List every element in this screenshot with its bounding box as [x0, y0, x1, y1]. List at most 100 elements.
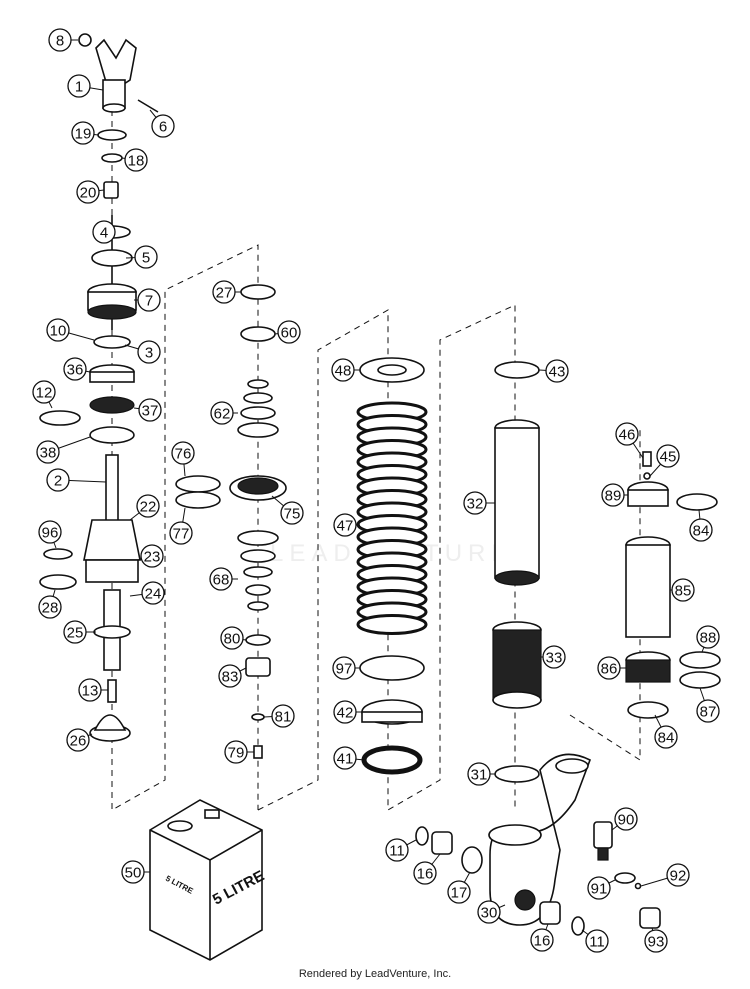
- callout-11[interactable]: 11: [385, 838, 409, 862]
- callout-41[interactable]: 41: [333, 746, 357, 770]
- valve-79-part: [253, 745, 263, 759]
- callout-26[interactable]: 26: [66, 728, 90, 752]
- callout-number: 86: [601, 661, 618, 678]
- callout-30[interactable]: 30: [477, 900, 501, 924]
- callout-97[interactable]: 97: [332, 656, 356, 680]
- callout-1[interactable]: 1: [67, 74, 91, 98]
- callout-3[interactable]: 3: [137, 340, 161, 364]
- callout-labels: 1234567810111112131616171819202223242526…: [32, 28, 720, 953]
- callout-number: 19: [75, 126, 92, 143]
- callout-18[interactable]: 18: [124, 148, 148, 172]
- callout-11[interactable]: 11: [585, 929, 609, 953]
- piston-ring-77-part: [175, 491, 221, 509]
- callout-22[interactable]: 22: [136, 494, 160, 518]
- callout-6[interactable]: 6: [151, 114, 175, 138]
- callout-91[interactable]: 91: [587, 876, 611, 900]
- callout-68[interactable]: 68: [209, 567, 233, 591]
- callout-25[interactable]: 25: [63, 620, 87, 644]
- callout-number: 4: [100, 225, 108, 242]
- callout-number: 88: [700, 630, 717, 647]
- callout-85[interactable]: 85: [671, 578, 695, 602]
- callout-46[interactable]: 46: [615, 422, 639, 446]
- callout-number: 77: [173, 526, 190, 543]
- oring-18-part: [101, 153, 123, 163]
- nut-93-part: [639, 907, 661, 929]
- piston-86-part: [625, 651, 671, 683]
- callout-number: 85: [675, 583, 692, 600]
- callout-89[interactable]: 89: [601, 483, 625, 507]
- callout-84[interactable]: 84: [689, 518, 713, 542]
- callout-number: 33: [546, 650, 563, 667]
- piston-ring-76-part: [175, 475, 221, 493]
- callout-20[interactable]: 20: [76, 180, 100, 204]
- callout-10[interactable]: 10: [46, 318, 70, 342]
- shim-60-part: [240, 326, 276, 342]
- callout-96[interactable]: 96: [38, 520, 62, 544]
- spring-47-part: [356, 401, 428, 635]
- callout-76[interactable]: 76: [171, 441, 195, 465]
- callout-28[interactable]: 28: [38, 595, 62, 619]
- callout-62[interactable]: 62: [210, 401, 234, 425]
- callout-90[interactable]: 90: [614, 807, 638, 831]
- callout-number: 20: [80, 185, 97, 202]
- callout-23[interactable]: 23: [140, 544, 164, 568]
- callout-84[interactable]: 84: [654, 725, 678, 749]
- callout-80[interactable]: 80: [220, 626, 244, 650]
- callout-number: 90: [618, 812, 635, 829]
- callout-37[interactable]: 37: [138, 398, 162, 422]
- callout-75[interactable]: 75: [280, 501, 304, 525]
- callout-33[interactable]: 33: [542, 645, 566, 669]
- callout-60[interactable]: 60: [277, 320, 301, 344]
- callout-47[interactable]: 47: [333, 513, 357, 537]
- callout-93[interactable]: 93: [644, 929, 668, 953]
- callout-number: 62: [214, 406, 231, 423]
- callout-92[interactable]: 92: [666, 863, 690, 887]
- bladder-33-part: [492, 621, 542, 709]
- callout-38[interactable]: 38: [36, 440, 60, 464]
- callout-8[interactable]: 8: [48, 28, 72, 52]
- callout-13[interactable]: 13: [78, 678, 102, 702]
- screw-13-part: [107, 679, 117, 703]
- callout-87[interactable]: 87: [696, 699, 720, 723]
- callout-7[interactable]: 7: [137, 288, 161, 312]
- ring-12-part: [39, 410, 81, 426]
- callout-5[interactable]: 5: [134, 245, 158, 269]
- callout-number: 96: [42, 525, 59, 542]
- callout-79[interactable]: 79: [224, 740, 248, 764]
- callout-43[interactable]: 43: [545, 359, 569, 383]
- callout-50[interactable]: 50: [121, 860, 145, 884]
- callout-83[interactable]: 83: [218, 664, 242, 688]
- callout-81[interactable]: 81: [271, 704, 295, 728]
- callout-27[interactable]: 27: [212, 280, 236, 304]
- shim-stack-62-part: [237, 379, 279, 438]
- callout-number: 75: [284, 506, 301, 523]
- callout-16[interactable]: 16: [413, 861, 437, 885]
- callout-12[interactable]: 12: [32, 380, 56, 404]
- callout-86[interactable]: 86: [597, 656, 621, 680]
- callout-4[interactable]: 4: [92, 220, 116, 244]
- callout-number: 31: [471, 767, 488, 784]
- callout-36[interactable]: 36: [63, 357, 87, 381]
- callout-77[interactable]: 77: [169, 521, 193, 545]
- shim-27-part: [240, 284, 276, 300]
- callout-17[interactable]: 17: [447, 880, 471, 904]
- callout-number: 24: [145, 586, 162, 603]
- callout-24[interactable]: 24: [141, 581, 165, 605]
- ball-92-part: [634, 882, 642, 890]
- washer-38-part: [89, 426, 135, 444]
- callout-88[interactable]: 88: [696, 625, 720, 649]
- callout-32[interactable]: 32: [463, 491, 487, 515]
- callout-42[interactable]: 42: [333, 700, 357, 724]
- callout-number: 18: [128, 153, 145, 170]
- piston-75-part: [229, 475, 287, 501]
- callout-48[interactable]: 48: [331, 358, 355, 382]
- callout-31[interactable]: 31: [467, 762, 491, 786]
- callout-45[interactable]: 45: [656, 444, 680, 468]
- callout-number: 25: [67, 625, 84, 642]
- callout-number: 37: [142, 403, 159, 420]
- valve-46-part: [642, 451, 652, 467]
- callout-2[interactable]: 2: [46, 468, 70, 492]
- callout-19[interactable]: 19: [71, 121, 95, 145]
- callout-16[interactable]: 16: [530, 928, 554, 952]
- adjuster-ring-42-part: [361, 699, 423, 725]
